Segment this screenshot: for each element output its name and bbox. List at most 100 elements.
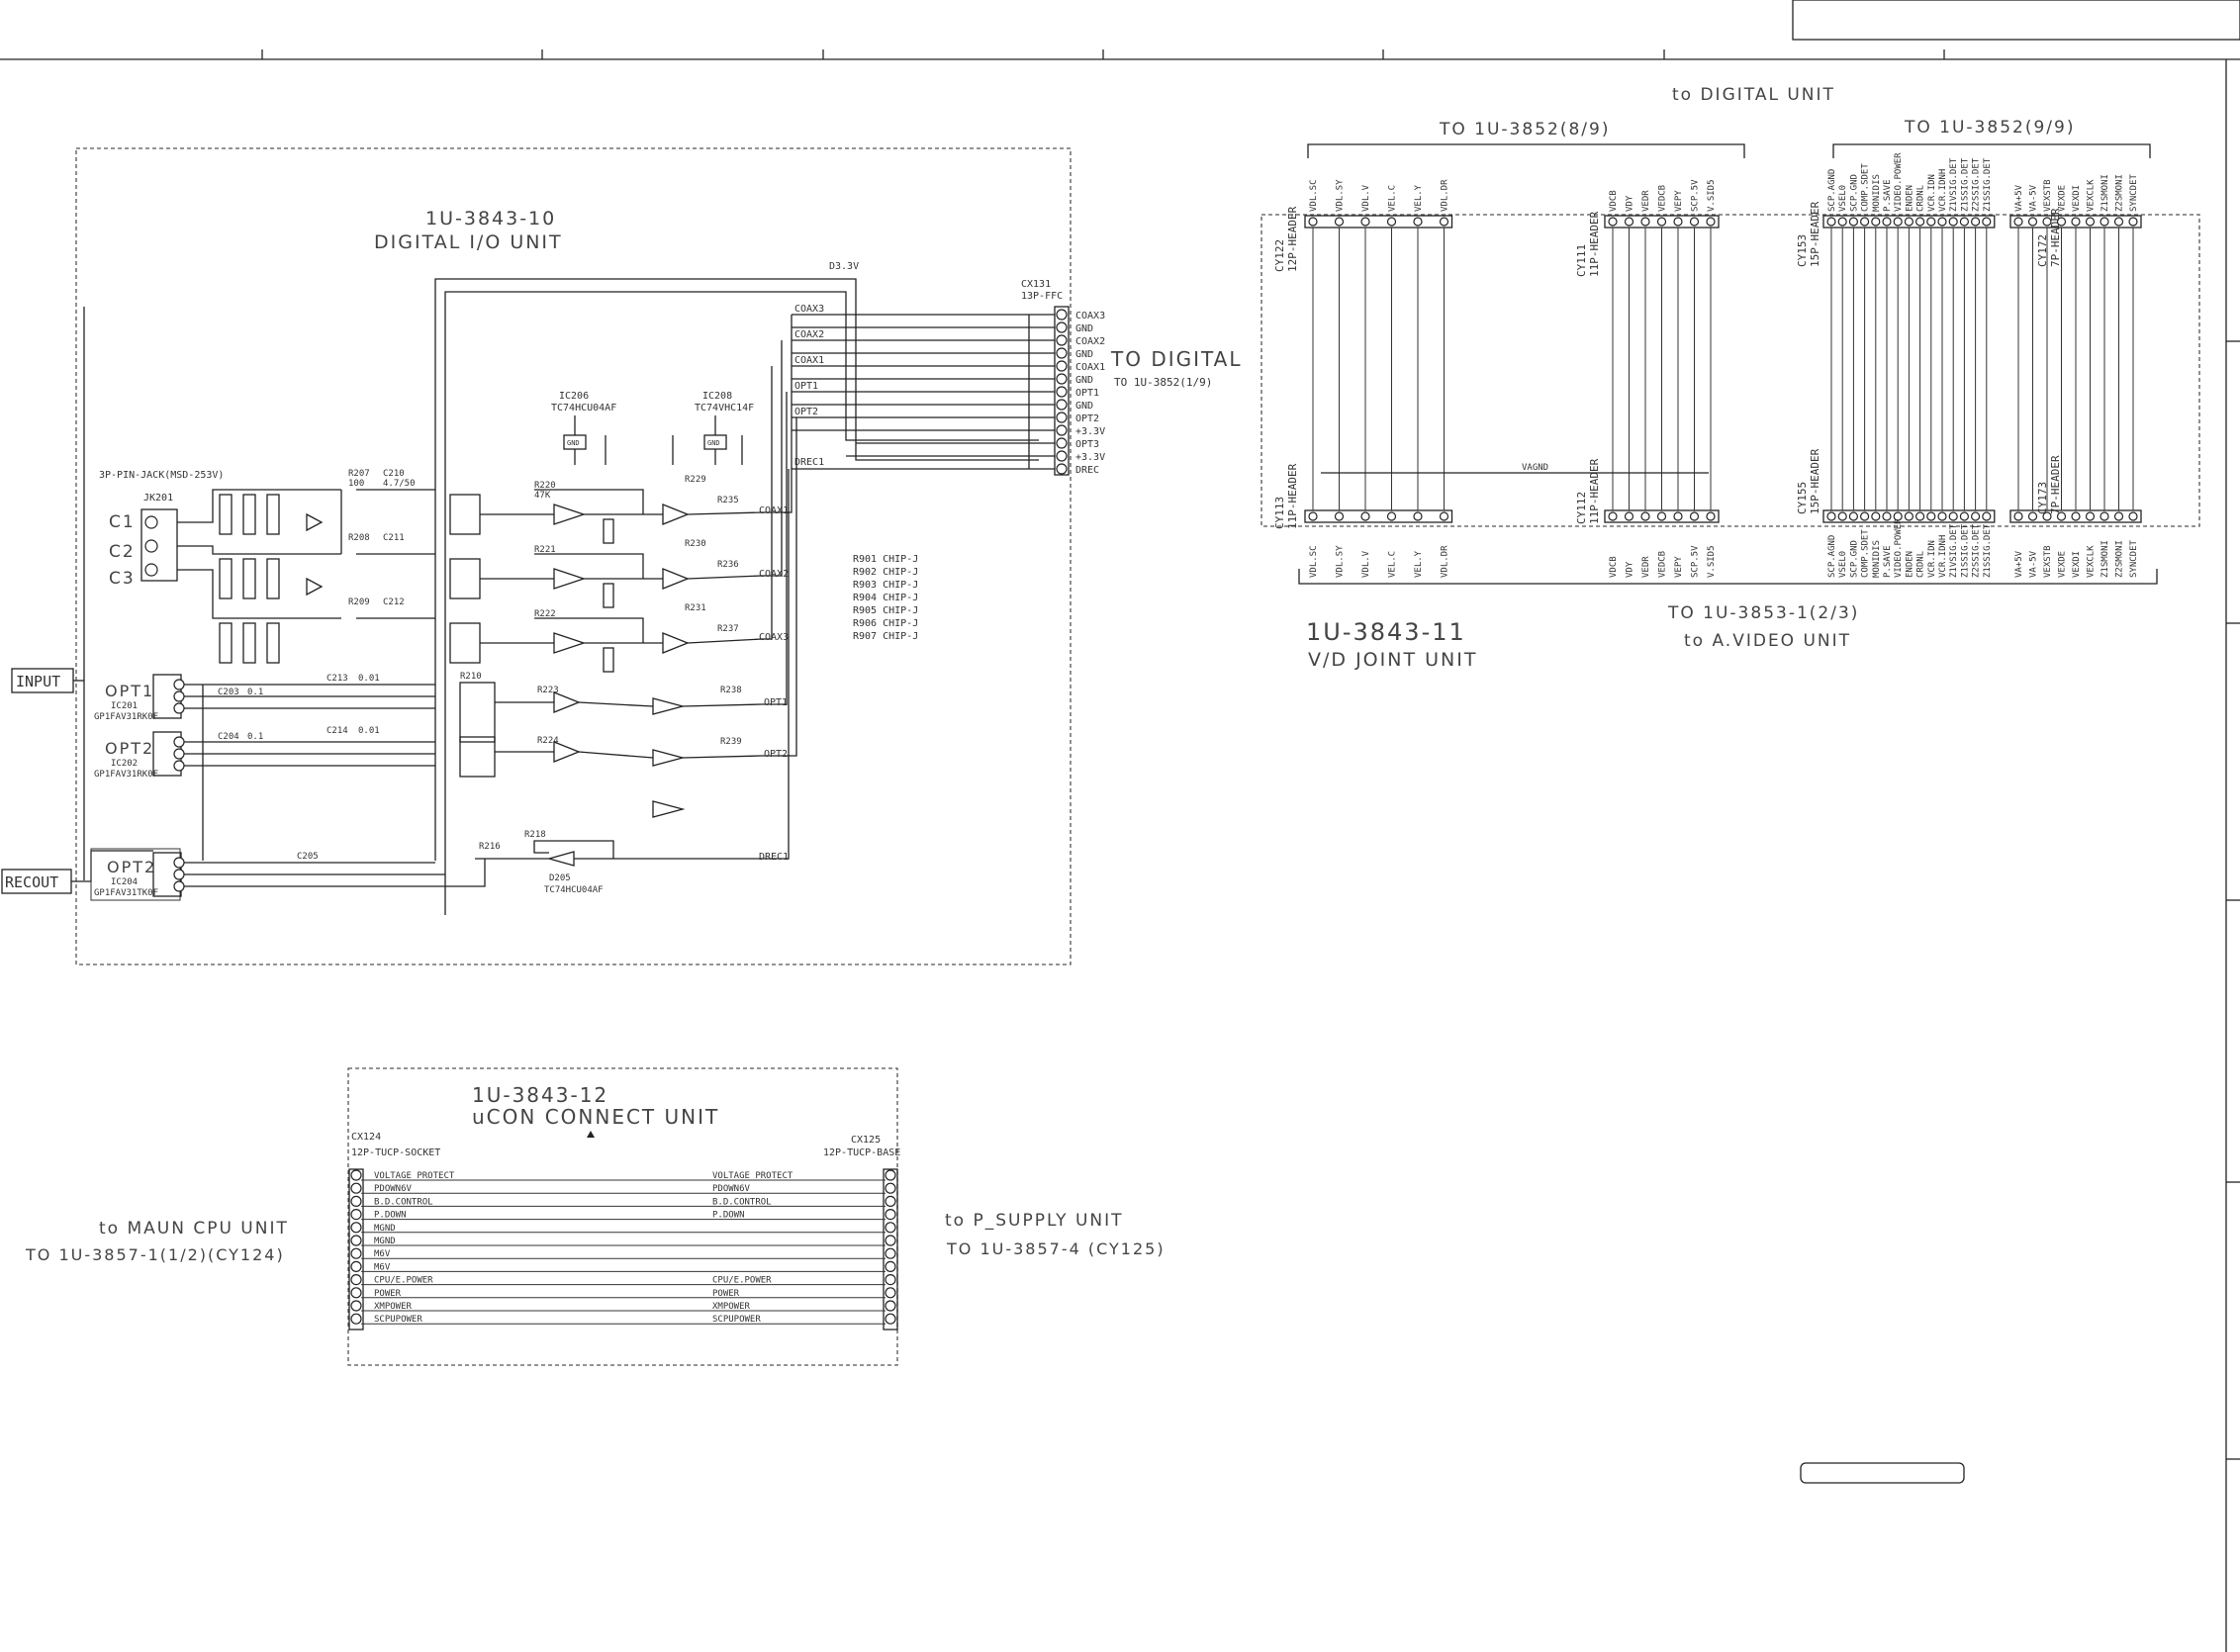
ucon-left-signal: PDOWN6V [374,1184,413,1194]
cx131-pin [1056,309,1068,321]
cy153-type: 15P-HEADER [1809,201,1821,267]
opt2-in-part: GP1FAV31RK0F [94,770,158,780]
vd-pin [1360,217,1370,227]
vd-signal-label: VDL.SY [1336,545,1346,578]
to-psupply-sub: TO 1U-3857-4 (CY125) [946,1239,1166,1258]
vd-pin [1848,511,1859,521]
vd-signal-label: Z2SSIG.DET [1972,523,1982,578]
vd-pin [2071,511,2081,521]
opt1-part: GP1FAV31RK0F [94,712,158,722]
ic206-top-ref: IC206 [559,391,589,402]
svg-text:R901 CHIP-J: R901 CHIP-J [853,554,918,565]
svg-text:R221: R221 [534,545,556,555]
vd-pin [1673,511,1683,521]
vd-signal-label: VEPY [1674,556,1684,578]
cx124-type: 12P-TUCP-SOCKET [351,1147,440,1158]
vd-signal-label: VSEL0 [1838,185,1848,212]
to-digital-unit-label: to DIGITAL UNIT [1672,85,1835,105]
vd-signal-label: VEDCB [1658,551,1668,578]
cx124-pin [350,1235,362,1246]
ucon-left-signal: VOLTAGE PROTECT [374,1171,455,1181]
cx125-type: 12P-TUCP-BASE [823,1147,900,1158]
vd-pin [1413,511,1423,521]
vd-signal-label: Z1SSIG.DET [1960,523,1970,578]
ucon-left-signal: POWER [374,1289,402,1299]
vd-signal-label: SYNCDET [2129,173,2139,212]
vd-signal-label: VA-5V [2029,184,2039,212]
vd-pin [1871,217,1881,227]
vd-pin [2027,511,2038,521]
vd-signal-label: VDCB [1609,556,1619,578]
svg-text:R207: R207 [348,469,370,479]
vd-signal-label: VIDEO.POWER [1894,152,1904,212]
vd-signal-label: VEXDI [2072,185,2082,212]
vd-pin [1439,511,1449,521]
vd-signal-label: VEXCLK [2087,545,2097,578]
cx131-type: 13P-FFC [1021,291,1063,302]
vd-pin [2013,217,2023,227]
svg-text:0.1: 0.1 [247,688,263,697]
ucon-left-signal: CPU/E.POWER [374,1276,433,1286]
ucon-left-signal: SCPUPOWER [374,1315,422,1325]
vd-pin [1689,217,1700,227]
cx124-pin [350,1182,362,1194]
svg-text:GND: GND [707,439,720,447]
vd-signal-label: Z2SMONI [2115,174,2125,212]
cy111-ref: CY111 [1575,244,1588,277]
vd-signal-label: MONIDIS [1872,174,1882,212]
title-box [1792,0,2240,41]
digital-io-unit-code: 1U-3843-10 [425,208,556,229]
vd-pin [1893,217,1903,227]
vd-pin [1608,511,1618,521]
vd-pin [1308,217,1318,227]
cx125-ref: CX125 [851,1135,881,1146]
vd-pin [1673,217,1683,227]
ucon-connect-unit: 1U-3843-12 uCON CONNECT UNIT CX124 12P-T… [25,1067,1166,1366]
net-opt1: OPT1 [794,381,818,392]
svg-text:C205: C205 [297,852,319,862]
vd-pin [1959,217,1970,227]
net-coax1: COAX1 [794,355,824,366]
to-psupply-label: to P_SUPPLY UNIT [945,1211,1124,1231]
svg-text:R224: R224 [537,736,559,746]
vd-pin [2100,511,2109,521]
vd-signal-label: Z1VSIG.DET [1949,523,1959,578]
vd-pin [1640,217,1650,227]
svg-text:4.7/50: 4.7/50 [383,479,416,489]
ic206-top-part: TC74HCU04AF [551,403,616,413]
svg-text:R208: R208 [348,533,370,543]
cx125-pin [885,1195,896,1208]
cx124-pin [350,1273,362,1286]
vd-pin [1937,217,1947,227]
vd-signal-label: Z1SSIG.DET [1983,523,1993,578]
cx131-pin-label: COAX2 [1075,336,1105,347]
ucon-left-signal: XMPOWER [374,1302,413,1312]
vd-signal-label: VCR.IDNH [1938,169,1948,212]
ucon-left-signal: MGND [374,1224,396,1234]
to-avideo-label: to A.VIDEO UNIT [1684,631,1851,651]
cx124-ref: CX124 [351,1132,381,1143]
opt1-ref: IC201 [111,701,138,711]
cx125-pin [885,1169,896,1181]
opt1-label: OPT1 [105,682,154,700]
vd-pin [1871,511,1881,521]
svg-text:D205: D205 [549,873,571,883]
vd-pin [1826,217,1836,227]
svg-text:47K: 47K [534,491,551,501]
cy172-ref: CY172 [2036,234,2049,267]
vd-signal-label: VSEL0 [1838,551,1848,578]
opt2-in-ref: IC202 [111,759,138,769]
vd-pin [2056,511,2067,521]
vd-pin [1970,217,1981,227]
ucon-right-signal: P.DOWN [712,1211,745,1221]
cx131-pin [1056,463,1068,475]
ucon-code: 1U-3843-12 [472,1083,608,1107]
digital-io-unit-border [75,147,1072,965]
vd-pin [1608,217,1618,227]
svg-text:R239: R239 [720,737,742,747]
group-b-label: TO 1U-3852(9/9) [1904,118,2075,138]
digital-io-unit-name: DIGITAL I/O UNIT [374,231,563,253]
